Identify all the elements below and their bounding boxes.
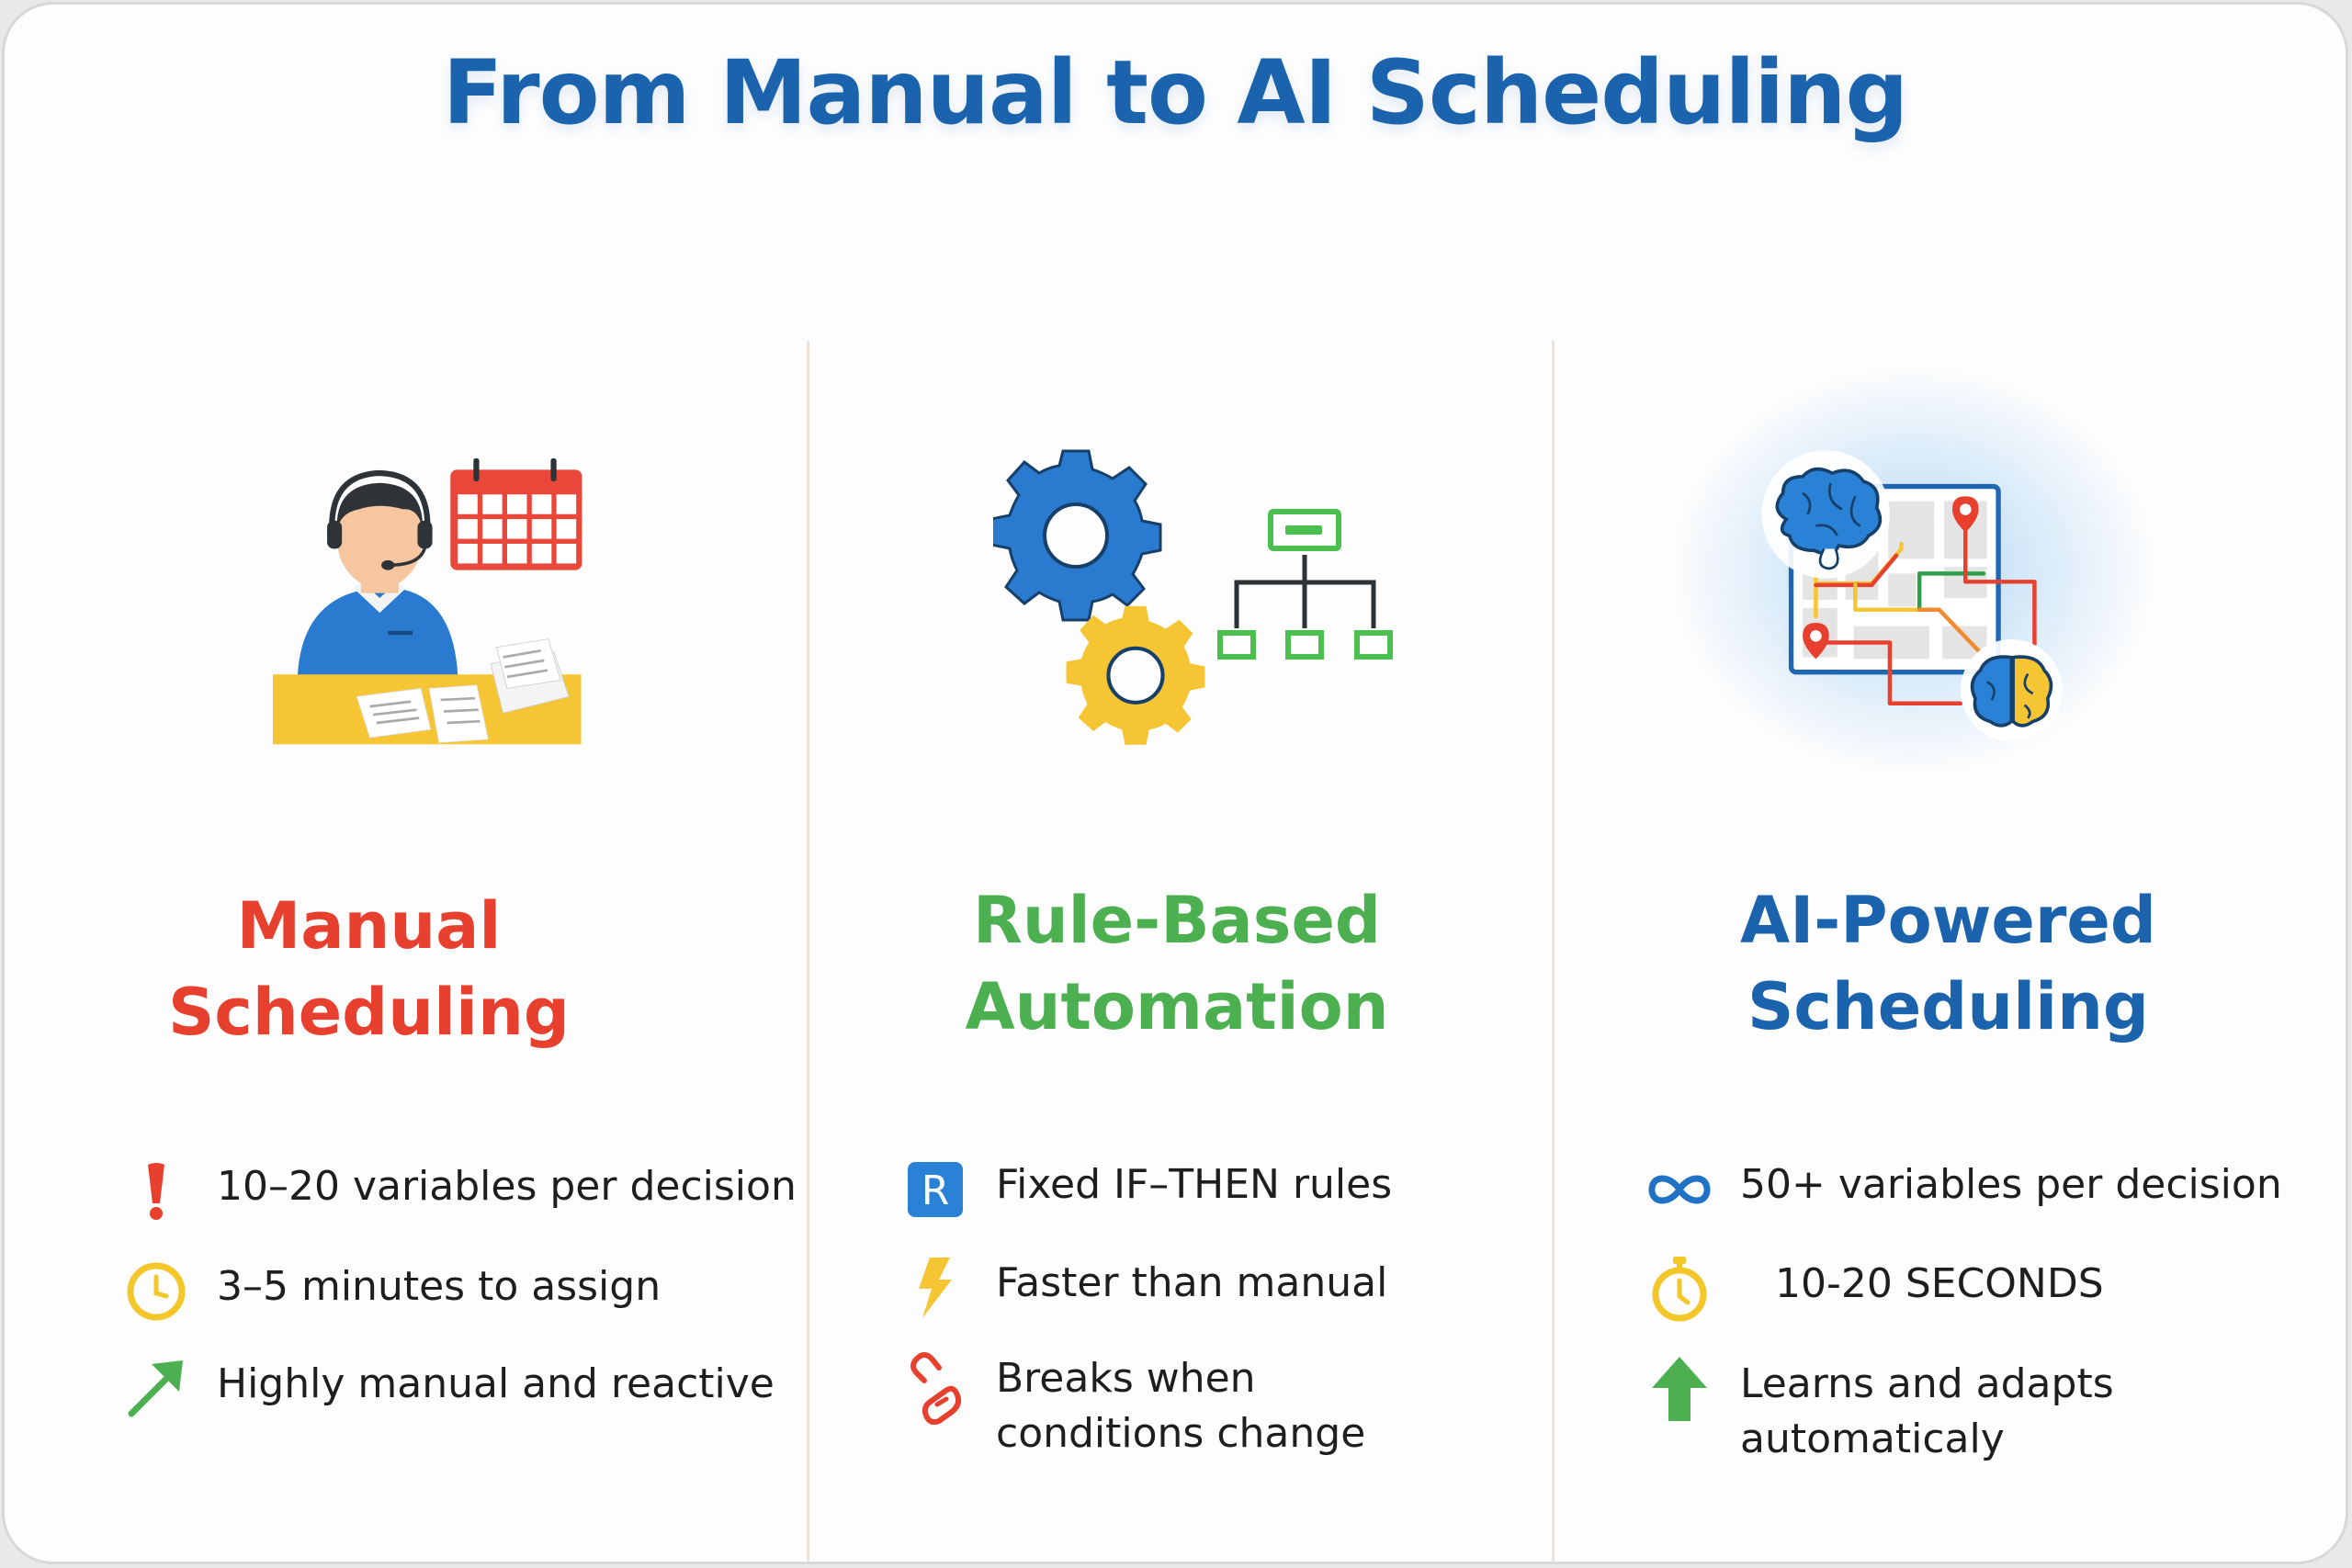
feature-text: Fixed IF–THEN rules <box>996 1161 1393 1208</box>
gears-decision-tree-illustration <box>993 449 1393 745</box>
feature-item: Breaks when conditions change <box>899 1351 1365 1461</box>
stopwatch-icon <box>1643 1257 1716 1322</box>
feature-text: Learns and adapts automaticaly <box>1740 1357 2114 1467</box>
dispatcher-illustration <box>273 457 582 745</box>
column-manual-scheduling: Manual Scheduling 10–20 variables per de… <box>5 341 807 1562</box>
feature-text-line: Learns and adapts <box>1740 1360 2114 1407</box>
diagonal-arrow-icon <box>119 1357 193 1421</box>
feature-text: Highly manual and reactive <box>217 1360 775 1407</box>
r-badge-icon: R <box>899 1157 972 1222</box>
feature-item: Faster than manual <box>899 1256 1387 1320</box>
heading-line: Rule-Based <box>972 883 1382 958</box>
feature-item: Highly manual and reactive <box>119 1357 775 1421</box>
feature-text: Faster than manual <box>996 1259 1388 1306</box>
location-pin-icon <box>1803 623 1829 660</box>
exclamation-icon <box>119 1159 193 1224</box>
route-lines <box>1814 515 2037 705</box>
heading-line: Automation <box>965 969 1389 1044</box>
decision-tree-icon <box>1217 509 1393 660</box>
brain-icon <box>1761 450 1890 579</box>
feature-item: 10-20 SECONDS <box>1643 1257 2104 1322</box>
feature-item: 3–5 minutes to assign <box>119 1259 661 1324</box>
column-ai-powered-scheduling: AI-Powered Scheduling 50+ variables per … <box>1555 341 2346 1562</box>
feature-item: 10–20 variables per decision <box>119 1159 797 1224</box>
clock-icon <box>119 1259 193 1324</box>
blue-gear-icon <box>993 449 1162 622</box>
heading-manual: Manual Scheduling <box>5 883 807 1055</box>
feature-item: Learns and adapts automaticaly <box>1643 1357 2114 1467</box>
feature-text-line: conditions change <box>996 1410 1366 1457</box>
feature-text: 50+ variables per decision <box>1740 1161 2282 1208</box>
location-pin-icon <box>1951 496 1979 533</box>
heading-line: Manual <box>236 888 502 964</box>
broken-chain-icon <box>899 1351 972 1425</box>
column-divider <box>1552 341 1555 1562</box>
column-divider <box>807 341 809 1562</box>
heading-line: Scheduling <box>167 975 571 1050</box>
svg-text:R: R <box>922 1168 950 1214</box>
yellow-gear-icon <box>1066 605 1205 745</box>
feature-text: Breaks when conditions change <box>996 1351 1365 1461</box>
heading-line: Scheduling <box>1747 969 2150 1044</box>
infinity-icon <box>1643 1157 1716 1222</box>
feature-item: R Fixed IF–THEN rules <box>899 1157 1392 1222</box>
calendar-icon <box>450 457 582 570</box>
up-arrow-icon <box>1643 1357 1716 1421</box>
feature-text: 10-20 SECONDS <box>1775 1260 2104 1307</box>
heading-ai-powered: AI-Powered Scheduling <box>1555 877 2346 1050</box>
papers-icon <box>356 638 570 743</box>
feature-text-line: automaticaly <box>1740 1416 2005 1462</box>
feature-item: 50+ variables per decision <box>1643 1157 2282 1222</box>
column-rule-based-automation: Rule-Based Automation R Fixed IF–THEN ru… <box>809 341 1552 1562</box>
brain-route-map-illustration <box>1761 450 2063 741</box>
feature-text: 3–5 minutes to assign <box>217 1263 662 1310</box>
heading-rule-based: Rule-Based Automation <box>809 877 1552 1050</box>
feature-text: 10–20 variables per decision <box>217 1163 797 1210</box>
feature-text-line: Breaks when <box>996 1355 1256 1402</box>
heading-line: AI-Powered <box>1740 883 2156 958</box>
split-brain-icon <box>1960 638 2063 741</box>
lightning-icon <box>899 1256 972 1320</box>
page-title: From Manual to AI Scheduling <box>442 41 1908 144</box>
